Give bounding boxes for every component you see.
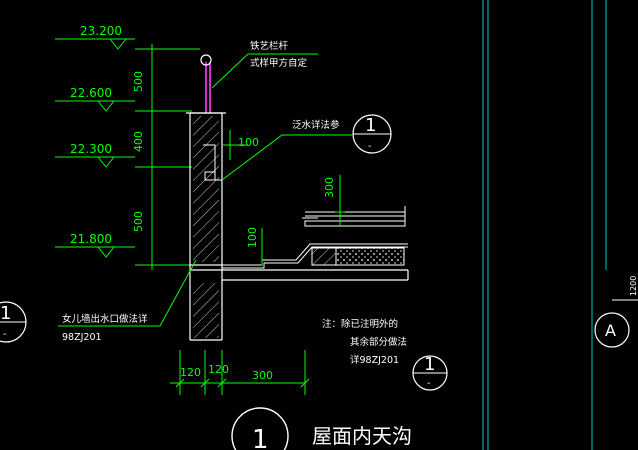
grid-lines xyxy=(482,0,607,450)
axis-edge-text: 1200 xyxy=(629,276,638,296)
elevation-label-22300: 22.300 xyxy=(70,142,112,156)
dim-500-bottom: 500 xyxy=(132,211,145,232)
dim-300-right: 300 xyxy=(323,177,336,198)
note-general-line3: 详98ZJ201 xyxy=(350,354,399,366)
detail-ref-left-num: 1 xyxy=(0,303,11,324)
roof-slab xyxy=(189,265,409,341)
note-outlet-line1: 女儿墙出水口做法详 xyxy=(62,313,148,325)
note-railing-line2: 式样甲方自定 xyxy=(250,57,308,69)
parapet-wall xyxy=(186,112,226,266)
vertical-dimension-chain xyxy=(147,44,157,270)
gutter-lining xyxy=(203,144,408,269)
dim-500-top: 500 xyxy=(132,71,145,92)
detail-ref-left-sub: - xyxy=(3,329,6,340)
roof-insulation xyxy=(302,206,406,266)
detail-ref-right: 1 - xyxy=(352,114,392,154)
elevation-markers xyxy=(55,38,200,266)
elevation-label-22600: 22.600 xyxy=(70,86,112,100)
elevation-label-23200: 23.200 xyxy=(80,24,122,38)
axis-label: A xyxy=(605,321,616,340)
drawing-title: 1 屋面内天沟 xyxy=(231,407,412,450)
note-outlet-line2: 98ZJ201 xyxy=(62,332,102,343)
detail-ref-bottom-sub: - xyxy=(427,378,430,389)
axis-bubble-a: A xyxy=(594,312,630,348)
detail-ref-right-num: 1 xyxy=(365,115,376,136)
detail-ref-bottom: 1 - xyxy=(412,354,448,391)
dim-100-top: 100 xyxy=(238,136,259,149)
horizontal-dimensions xyxy=(170,130,345,395)
dim-300-bottom: 300 xyxy=(252,369,273,382)
elevation-label-21800: 21.800 xyxy=(70,232,112,246)
title-number: 1 xyxy=(252,425,269,450)
note-general-line2: 其余部分做法 xyxy=(350,336,407,348)
iron-railing xyxy=(200,54,212,113)
detail-ref-right-sub: - xyxy=(368,141,371,152)
note-waterproof: 泛水详法参 xyxy=(292,119,340,131)
detail-ref-left: 1 - xyxy=(0,301,27,343)
note-railing-line1: 铁艺栏杆 xyxy=(250,40,289,52)
title-text: 屋面内天沟 xyxy=(312,424,412,448)
dim-120-right: 120 xyxy=(208,363,229,376)
note-general-line1: 注：除已注明外的 xyxy=(322,318,398,330)
detail-ref-bottom-num: 1 xyxy=(424,354,435,375)
note-leaders xyxy=(58,53,352,327)
dim-400: 400 xyxy=(132,131,145,152)
dim-100-mid: 100 xyxy=(246,227,259,248)
dim-120-left: 120 xyxy=(180,366,201,379)
